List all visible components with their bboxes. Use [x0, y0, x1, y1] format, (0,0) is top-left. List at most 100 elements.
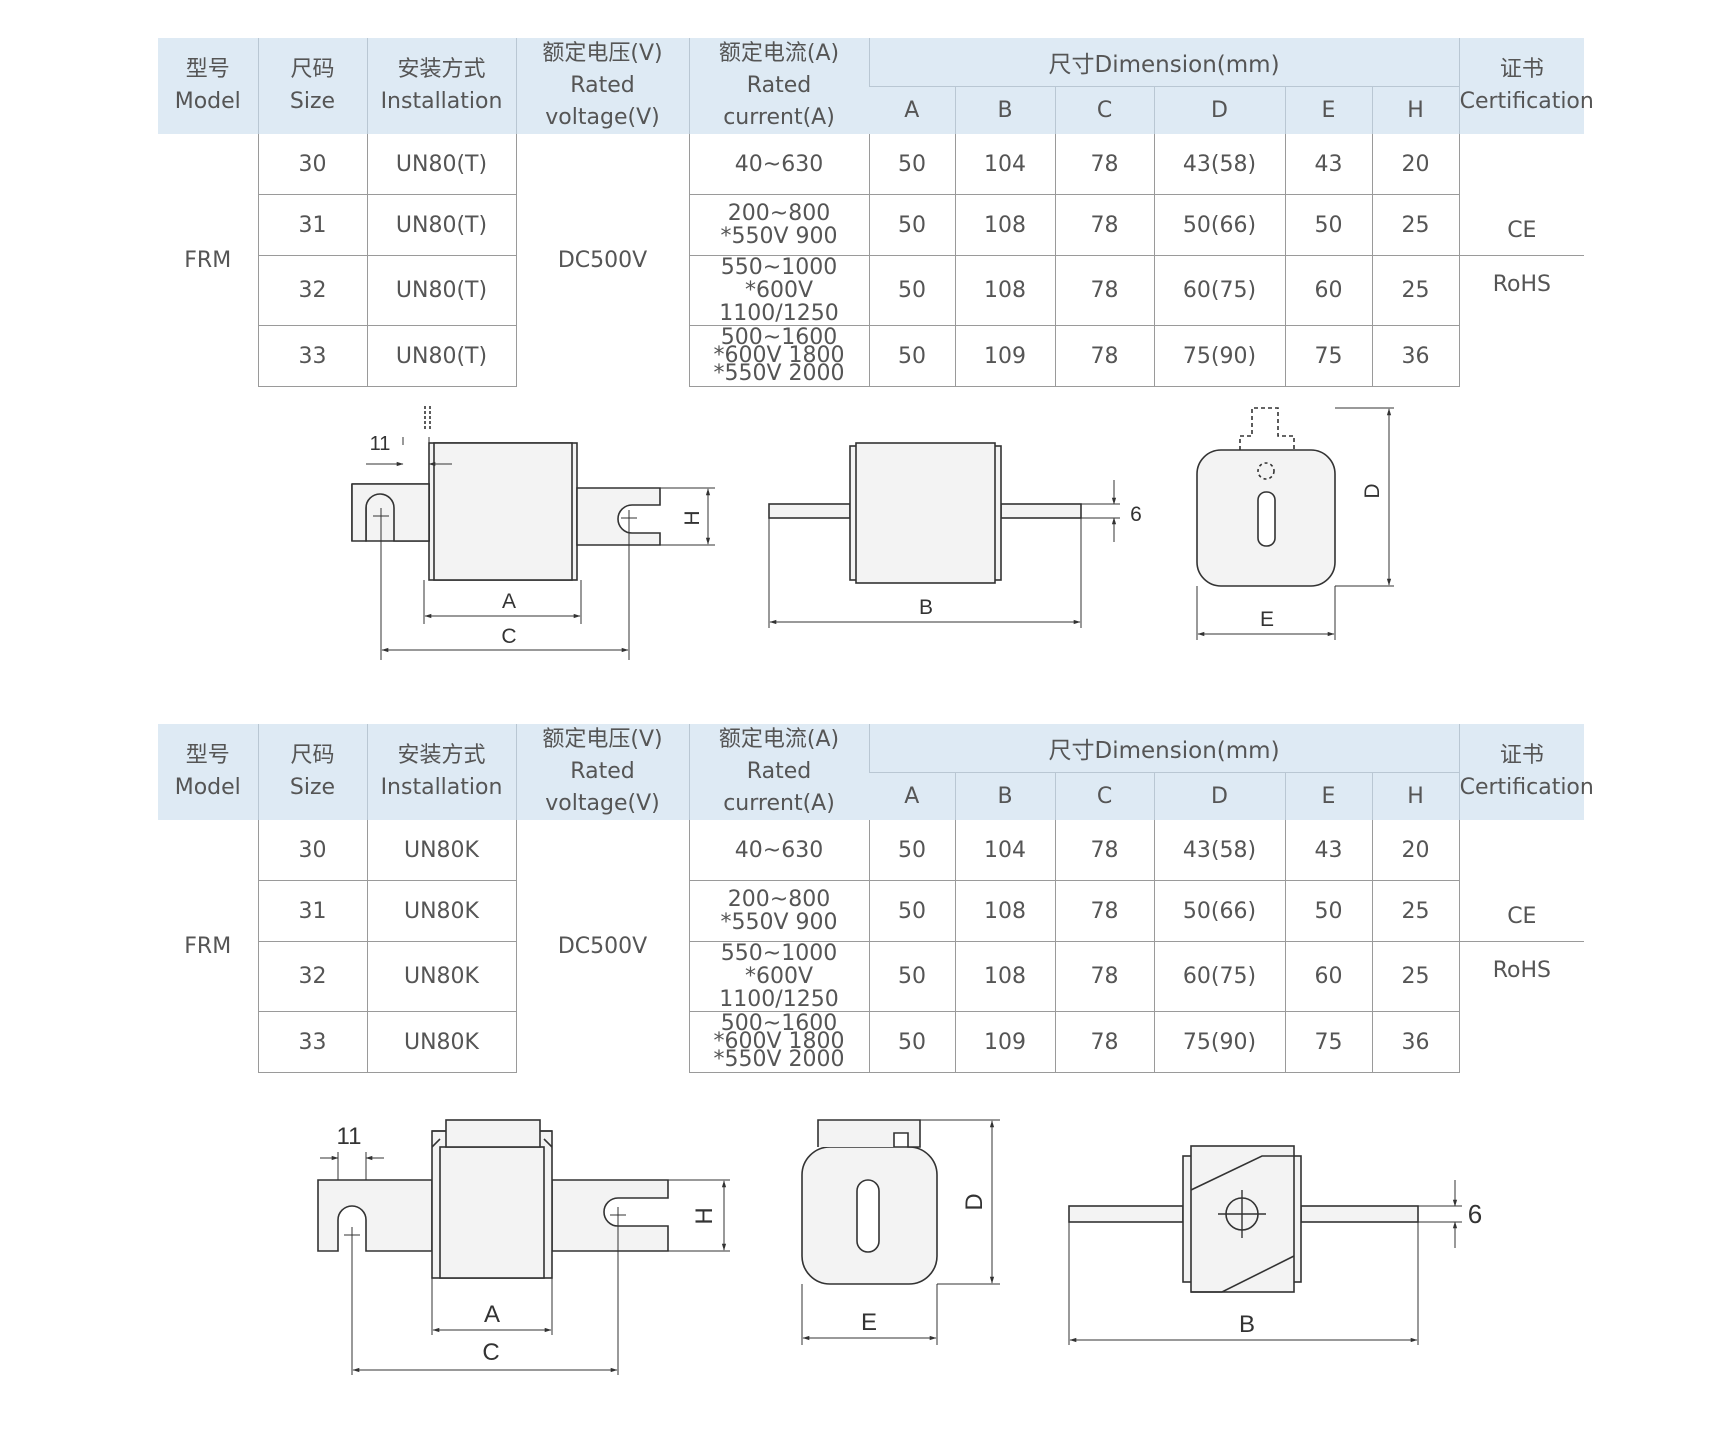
header-dimension: 尺寸Dimension(mm) [868, 724, 1460, 773]
header-dim-d: D [1153, 86, 1285, 134]
cell-dim-d: 50(66) [1153, 880, 1285, 942]
cell-dim-d: 60(75) [1153, 255, 1285, 326]
cell-dim-c: 78 [1054, 880, 1154, 942]
cell-cert-rohs: RoHS [1458, 941, 1585, 1073]
cell-dim-b: 104 [954, 134, 1055, 195]
cell-installation: UN80(T) [366, 255, 516, 326]
dim-label-11: 11 [370, 433, 391, 455]
cell-size: 32 [257, 941, 367, 1012]
cell-dim-c: 78 [1054, 820, 1154, 881]
cell-dim-a: 50 [868, 820, 955, 881]
cell-dim-b: 108 [954, 194, 1055, 256]
cell-current: 500~1600*600V 1800*550V 2000 [688, 325, 869, 387]
table-row: 31 UN80K 200~800*550V 900 50 108 78 50(6… [158, 880, 1584, 942]
front-view-1 [351, 406, 715, 660]
cell-dim-e: 43 [1284, 134, 1372, 195]
cell-dim-h: 25 [1371, 255, 1460, 326]
technical-drawing-2: 11 A C H D E B 6 [0, 1100, 1732, 1400]
cell-size: 33 [257, 1011, 367, 1073]
cell-installation: UN80(T) [366, 134, 516, 195]
table-row: FRM 30 UN80K DC500V 40~630 50 104 78 43(… [158, 820, 1585, 1073]
end-view-2 [801, 1119, 1000, 1345]
header-dim-h: H [1371, 772, 1460, 820]
cell-cert-ce: CE [1458, 820, 1585, 942]
cell-current: 40~630 [688, 820, 869, 881]
cell-current: 500~1600*600V 1800*550V 2000 [688, 1011, 869, 1073]
end-view-1 [1196, 407, 1394, 640]
cell-installation: UN80K [366, 1011, 516, 1073]
cell-dim-a: 50 [868, 325, 955, 387]
header-dim-e: E [1284, 86, 1372, 134]
dim-label-d: D [961, 1193, 988, 1210]
cell-dim-b: 104 [954, 820, 1055, 881]
cell-cert-ce: CE [1458, 134, 1585, 256]
cell-model: FRM [184, 933, 232, 959]
header-dim-d: D [1153, 772, 1285, 820]
table-row: 33 UN80(T) 500~1600*600V 1800*550V 2000 … [158, 325, 1584, 387]
cell-dim-e: 75 [1284, 325, 1372, 387]
cell-dim-h: 36 [1371, 1011, 1460, 1073]
dim-label-h: H [691, 1207, 718, 1224]
cell-current: 200~800*550V 900 [688, 194, 869, 256]
header-dim-b: B [954, 86, 1055, 134]
cell-dim-e: 50 [1284, 194, 1372, 256]
cell-installation: UN80K [366, 820, 516, 881]
cell-size: 30 [257, 134, 367, 195]
cell-dim-a: 50 [868, 1011, 955, 1073]
cell-dim-c: 78 [1054, 255, 1154, 326]
cell-dim-h: 36 [1371, 325, 1460, 387]
table-row: 33 UN80K 500~1600*600V 1800*550V 2000 50… [158, 1011, 1584, 1073]
header-dim-a: A [869, 86, 955, 134]
cell-dim-e: 43 [1284, 820, 1372, 881]
cell-dim-h: 20 [1371, 134, 1460, 195]
cell-dim-c: 78 [1054, 941, 1154, 1012]
header-rated-voltage: 额定电压(V)Rated voltage(V) [515, 38, 689, 134]
cell-dim-c: 78 [1054, 194, 1154, 256]
cell-dim-h: 25 [1371, 880, 1460, 942]
cell-installation: UN80K [366, 880, 516, 942]
drawing-2-svg: 11 A C H D E B 6 [317, 1119, 1482, 1375]
cell-dim-b: 108 [954, 255, 1055, 326]
cell-dim-b: 109 [954, 1011, 1055, 1073]
cell-model: FRM [184, 247, 232, 273]
cell-dim-d: 43(58) [1153, 134, 1285, 195]
cell-dim-d: 50(66) [1153, 194, 1285, 256]
cell-dim-c: 78 [1054, 1011, 1154, 1073]
cell-current: 200~800*550V 900 [688, 880, 869, 942]
dim-label-6: 6 [1468, 1199, 1482, 1229]
cell-dim-h: 20 [1371, 820, 1460, 881]
cell-dim-d: 43(58) [1153, 820, 1285, 881]
table-row: FRM 30 UN80(T) DC500V 40~630 50 104 78 4… [158, 134, 1585, 387]
cell-dim-d: 75(90) [1153, 1011, 1285, 1073]
dim-label-e: E [861, 1309, 877, 1336]
dim-label-b: B [919, 596, 933, 619]
header-dim-c: C [1054, 772, 1154, 820]
dim-label-h: H [681, 510, 704, 525]
cell-voltage: DC500V [515, 134, 689, 387]
cell-dim-d: 75(90) [1153, 325, 1285, 387]
dim-label-d: D [1361, 483, 1384, 498]
header-rated-voltage: 额定电压(V)Rated voltage(V) [515, 724, 689, 820]
drawing-1-svg: 11 A C H B 6 D E [351, 406, 1394, 660]
cell-current: 550~1000*600V 1100/1250 [688, 941, 869, 1012]
cell-dim-a: 50 [868, 880, 955, 942]
cell-size: 30 [257, 820, 367, 881]
header-dim-b: B [954, 772, 1055, 820]
front-view-2 [317, 1119, 730, 1375]
cell-installation: UN80(T) [366, 325, 516, 387]
header-rated-current: 额定电流(A)Rated current(A) [688, 38, 869, 134]
header-dim-e: E [1284, 772, 1372, 820]
dim-label-a: A [502, 590, 516, 613]
dim-label-c: C [501, 625, 516, 648]
side-view-1 [768, 442, 1120, 628]
table-row: 32 UN80K 550~1000*600V 1100/1250 50 108 … [158, 941, 1585, 1073]
cell-current: 40~630 [688, 134, 869, 195]
